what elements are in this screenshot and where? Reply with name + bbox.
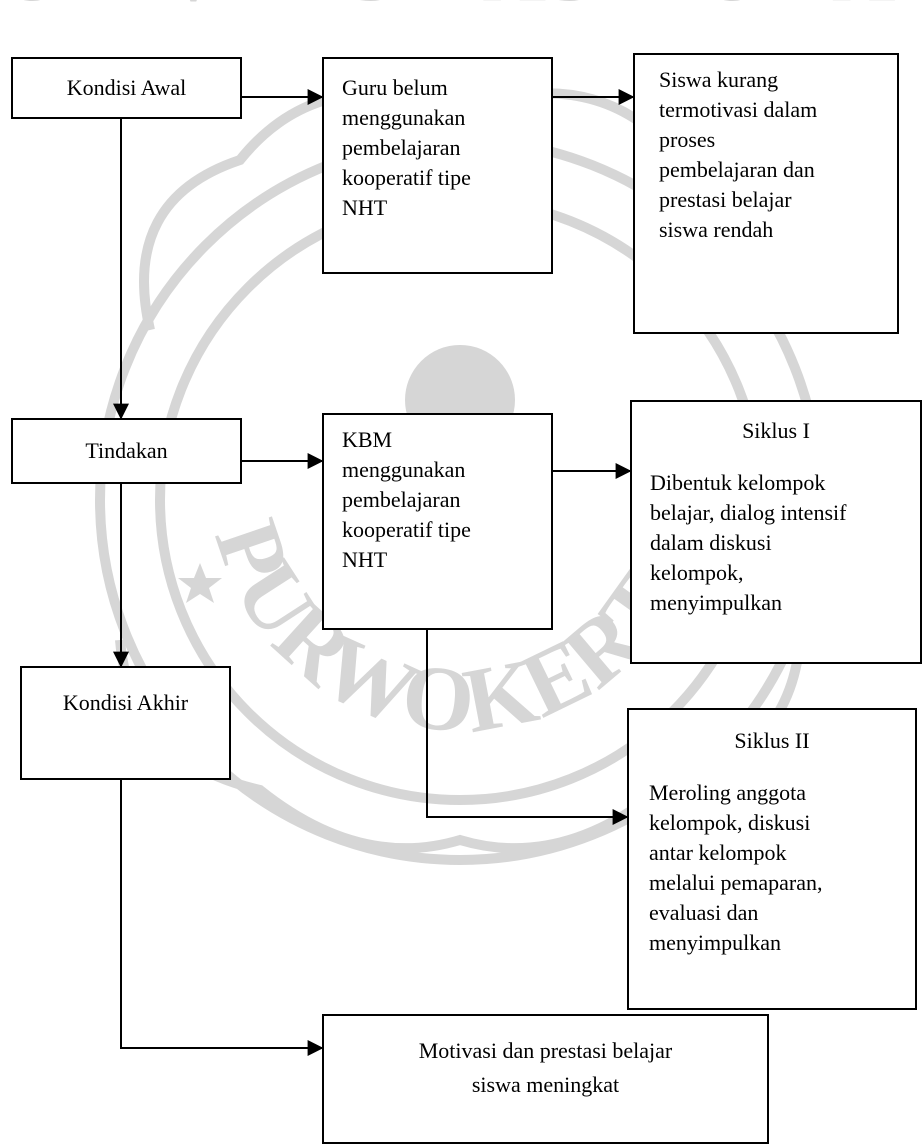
box-kondisi-awal-text: Kondisi Awal [66, 75, 187, 100]
box-guru-belum-text: Guru belum menggunakan pembelajaran koop… [342, 75, 471, 220]
box-tindakan: Tindakan [11, 418, 242, 484]
box-motivasi: Motivasi dan prestasi belajar siswa meni… [322, 1014, 769, 1144]
arrow-akhir-to-motivasi [120, 780, 324, 1056]
box-siswa-kurang-text: Siswa kurang termotivasi dalam proses pe… [659, 67, 818, 242]
box-kondisi-akhir: Kondisi Akhir [20, 666, 231, 780]
box-tindakan-text: Tindakan [85, 438, 168, 463]
siklus-2-body: Meroling anggota kelompok, diskusi antar… [649, 780, 823, 955]
box-kbm-text: KBM menggunakan pembelajaran kooperatif … [342, 427, 471, 572]
box-siklus-1: Siklus I Dibentuk kelompok belajar, dial… [630, 400, 922, 664]
box-siklus-2: Siklus II Meroling anggota kelompok, dis… [627, 708, 917, 1010]
box-guru-belum: Guru belum menggunakan pembelajaran koop… [322, 57, 553, 274]
box-siswa-kurang: Siswa kurang termotivasi dalam proses pe… [633, 53, 899, 334]
arrow-kbm-to-siklus2 [426, 630, 629, 825]
box-kondisi-akhir-text: Kondisi Akhir [62, 690, 189, 715]
box-motivasi-text: Motivasi dan prestasi belajar siswa meni… [418, 1038, 673, 1097]
siklus-1-title: Siklus I [742, 418, 810, 443]
watermark-top-text: UNIVERSITAS MUHAMMADIYAH [0, 0, 922, 20]
siklus-1-body: Dibentuk kelompok belajar, dialog intens… [650, 470, 847, 615]
siklus-2-title: Siklus II [734, 728, 810, 753]
box-kbm: KBM menggunakan pembelajaran kooperatif … [322, 413, 553, 630]
box-kondisi-awal: Kondisi Awal [11, 57, 242, 119]
